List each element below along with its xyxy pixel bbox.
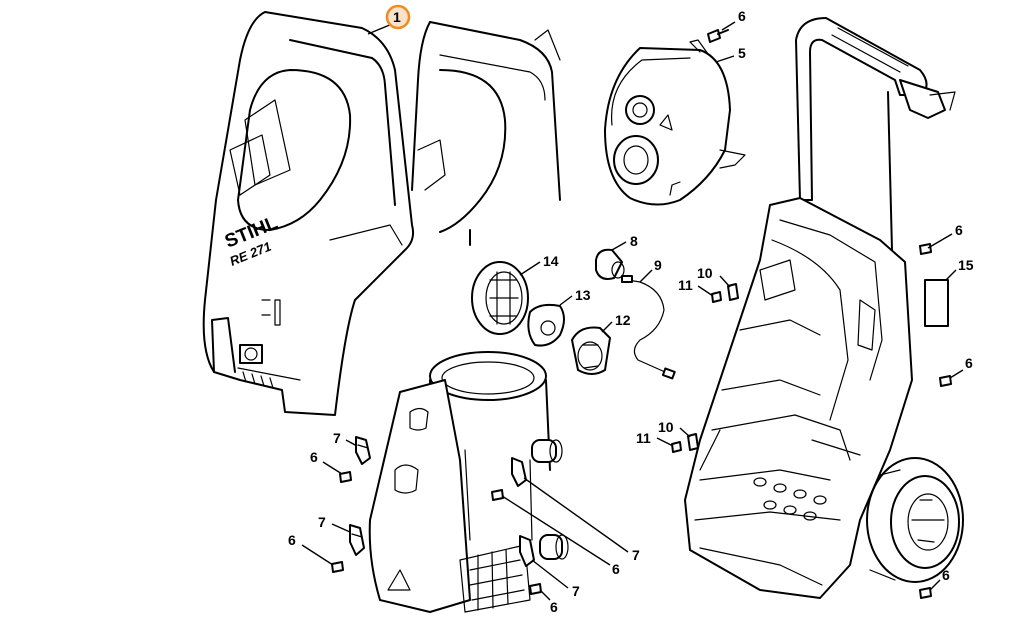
screw-part-d[interactable] [491,489,504,501]
callout-11b: 11 [636,430,651,446]
leader-10b [679,427,691,438]
leader-10a [719,275,731,288]
screw-part-j[interactable] [671,441,682,453]
callout-10b: 10 [658,419,674,435]
callout-8: 8 [630,233,638,249]
callout-15: 15 [958,257,974,273]
knob-part[interactable] [571,326,611,375]
callout-14: 14 [543,253,559,269]
cam-part[interactable] [527,303,565,347]
rear-cover-part [411,21,561,246]
washer-part-b[interactable] [687,433,699,451]
callout-7b: 7 [318,514,326,530]
leader-6g [949,369,964,379]
callout-12: 12 [615,312,631,328]
screw-part-g[interactable] [939,375,952,387]
bracket-part-b[interactable] [349,524,365,556]
leader-1 [367,23,393,35]
connector-part[interactable] [595,248,625,280]
callout-6e: 6 [550,599,558,615]
callout-6d: 6 [612,561,620,577]
callout-6b: 6 [310,449,318,465]
reel-disc-part[interactable] [471,261,529,335]
leader-6d [501,495,611,566]
screw-part-h[interactable] [919,587,932,599]
leader-6a [721,21,736,31]
screw-part-e[interactable] [529,583,542,595]
leader-7d [531,559,569,589]
screw-part-i[interactable] [711,291,722,303]
leader-6c [301,544,334,566]
leader-6h [929,579,941,591]
frame-part [684,17,964,599]
callout-6h: 6 [942,567,950,583]
leader-12 [601,321,613,333]
screw-part[interactable] [707,29,729,43]
screw-part-b[interactable] [339,471,352,483]
hose-part[interactable] [621,275,676,380]
leader-14 [519,261,541,276]
callout-10a: 10 [697,265,713,281]
leader-8 [611,241,627,251]
leader-5 [715,55,735,63]
callout-13: 13 [575,287,591,303]
bracket-part-c[interactable] [511,457,527,487]
callout-5: 5 [738,45,746,61]
callout-1: 1 [393,9,401,25]
callout-7d: 7 [572,583,580,599]
leader-13 [559,295,573,306]
motor-pump-assembly [368,351,569,613]
leader-7a [345,439,358,447]
leader-7b [331,523,351,533]
label-part[interactable] [924,279,949,327]
leader-6f [927,233,953,249]
callout-11a: 11 [678,277,693,293]
leader-15 [945,269,957,281]
callout-1-highlight[interactable]: 1 [385,4,411,30]
screw-part-f[interactable] [919,243,932,255]
callout-7a: 7 [333,430,341,446]
leader-6b [322,461,343,475]
hose-reel-cover-part[interactable] [604,39,746,206]
front-cover-part[interactable]: STIHL RE 271 [202,11,415,416]
callout-6g: 6 [965,355,973,371]
washer-part-a[interactable] [727,283,739,301]
leader-11b [656,437,674,447]
bracket-part-a[interactable] [355,436,371,465]
callout-6c: 6 [288,532,296,548]
callout-6a: 6 [738,8,746,24]
leader-11a [697,285,714,297]
leader-9 [639,269,653,283]
screw-part-c[interactable] [331,561,344,573]
leader-6e [539,589,551,601]
callout-6f: 6 [955,222,963,238]
bracket-part-d[interactable] [519,535,535,567]
callout-7c: 7 [632,547,640,563]
leader-7c [523,477,629,553]
callout-9: 9 [654,257,662,273]
